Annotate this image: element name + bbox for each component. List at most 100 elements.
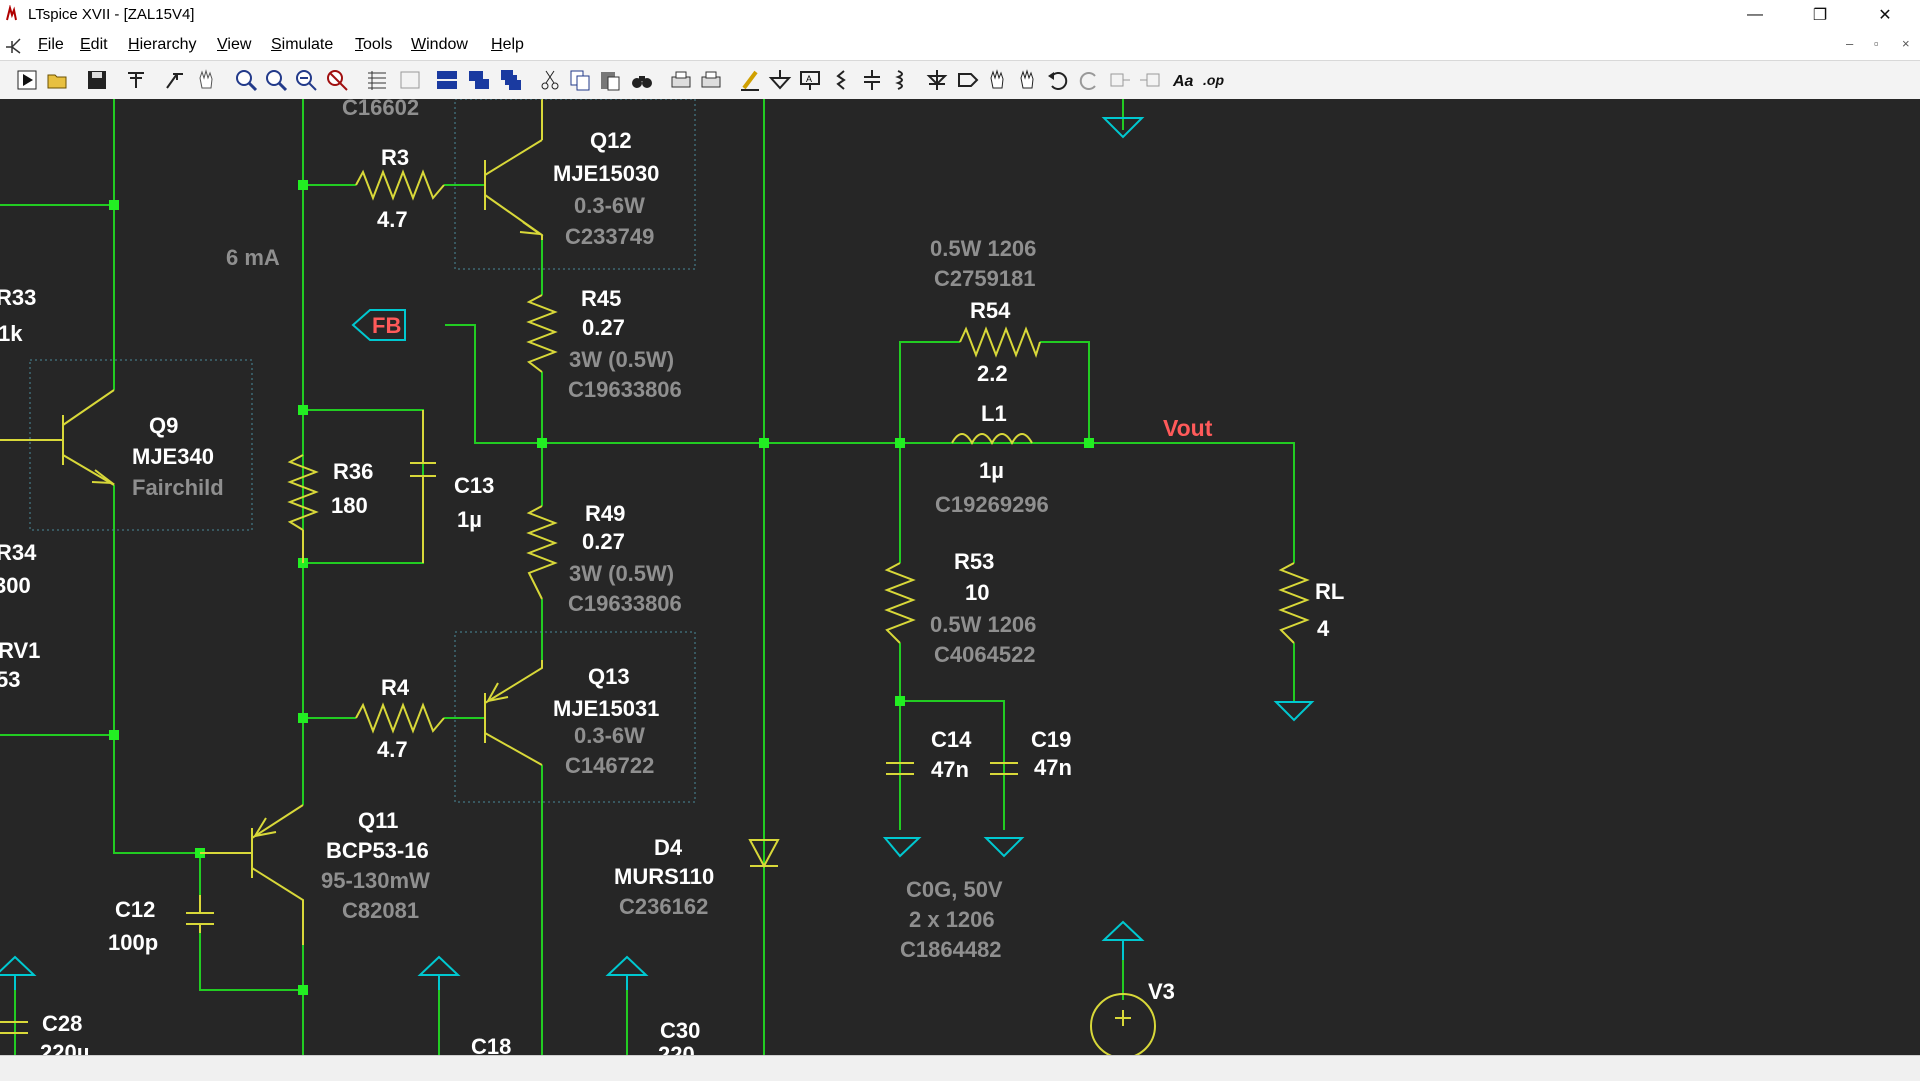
q9-label: Q9	[149, 413, 178, 438]
drag-icon[interactable]	[1015, 68, 1039, 92]
minimize-button[interactable]: —	[1747, 6, 1763, 23]
menu-file[interactable]: File	[38, 36, 64, 53]
label-net-icon[interactable]: A	[798, 68, 822, 92]
r4-value: 4.7	[377, 737, 408, 762]
zoom-in-icon[interactable]	[234, 68, 258, 92]
menu-help[interactable]: Help	[491, 36, 524, 53]
tile-horizontal-icon[interactable]	[435, 68, 459, 92]
r3-resistor-symbol	[355, 169, 445, 201]
top-cut-label: C16602	[342, 99, 419, 120]
menu-window[interactable]: Window	[411, 36, 468, 53]
supply-arrow-icon	[0, 955, 37, 990]
c28-label: C28	[42, 1011, 82, 1036]
zoom-out-icon[interactable]	[294, 68, 318, 92]
c14-value: 47n	[931, 757, 969, 782]
l1-inductor-symbol	[951, 433, 1033, 446]
cascade-icon[interactable]	[499, 68, 523, 92]
component-icon[interactable]	[955, 68, 979, 92]
supply-arrow-icon	[1101, 920, 1145, 960]
rv1-value: 53	[0, 667, 20, 692]
draw-wire-icon[interactable]	[738, 68, 762, 92]
r34-label: R34	[0, 540, 37, 565]
undo-icon[interactable]	[1046, 68, 1070, 92]
r45-rating: 3W (0.5W)	[569, 347, 674, 372]
component-outlines	[29, 98, 696, 803]
menu-hierarchy[interactable]: Hierarchy	[128, 36, 197, 53]
mdi-restore-button[interactable]: ▫	[1874, 36, 1879, 51]
c28-capacitor-symbol	[0, 1021, 28, 1034]
ground-icon[interactable]	[768, 68, 792, 92]
q13-rating: 0.3-6W	[574, 723, 645, 748]
r53-rating: 0.5W 1206	[930, 612, 1036, 637]
view-fit-icon[interactable]	[365, 68, 389, 92]
mdi-minimize-button[interactable]: –	[1846, 36, 1854, 51]
q13-code: C146722	[565, 753, 654, 778]
print-icon[interactable]	[669, 68, 693, 92]
pan-icon[interactable]	[194, 68, 218, 92]
c18-label: C18	[471, 1034, 511, 1055]
resistor-icon[interactable]	[830, 68, 854, 92]
tile-vertical-icon[interactable]	[467, 68, 491, 92]
menu-simulate[interactable]: Simulate	[271, 36, 334, 53]
control-panel-icon[interactable]	[124, 68, 148, 92]
menu-edit[interactable]: Edit	[80, 36, 108, 53]
rotate-icon[interactable]	[1108, 68, 1132, 92]
r49-rating: 3W (0.5W)	[569, 561, 674, 586]
rl-value: 4	[1317, 616, 1330, 641]
menu-tools[interactable]: Tools	[355, 36, 393, 53]
print-preview-icon[interactable]	[699, 68, 723, 92]
close-button[interactable]: ✕	[1878, 7, 1892, 24]
open-icon[interactable]	[46, 68, 70, 92]
halt-icon[interactable]	[163, 68, 187, 92]
d4-part: MURS110	[614, 864, 714, 889]
r33-label: R33	[0, 285, 36, 310]
r34-value: 300	[0, 573, 31, 598]
menu-view[interactable]: View	[217, 36, 252, 53]
r45-value: 0.27	[582, 315, 625, 340]
r4-resistor-symbol	[355, 702, 445, 734]
mirror-icon[interactable]	[1138, 68, 1162, 92]
q12-label: Q12	[590, 128, 632, 153]
diode-icon[interactable]	[925, 68, 949, 92]
c19-label: C19	[1031, 727, 1071, 752]
cut-icon[interactable]	[538, 68, 562, 92]
run-icon[interactable]	[15, 68, 39, 92]
r53-code: C4064522	[934, 642, 1036, 667]
spice-directive-icon[interactable]: .op	[1202, 68, 1226, 92]
q11-rating: 95-130mW	[321, 868, 430, 893]
r53-label: R53	[954, 549, 994, 574]
q9-part: MJE340	[132, 444, 214, 469]
schematic-canvas[interactable]: C16602 6 mA FB Vout R33 1k R34 300 RV1 5…	[0, 95, 1920, 1067]
zoom-extents-icon[interactable]	[264, 68, 288, 92]
copy-icon[interactable]	[568, 68, 592, 92]
paste-icon[interactable]	[598, 68, 622, 92]
restore-button[interactable]: ❐	[1812, 7, 1828, 24]
l1-value: 1µ	[979, 458, 1004, 483]
q12-rating: 0.3-6W	[574, 193, 645, 218]
view-full-icon[interactable]	[398, 68, 422, 92]
menu-bar: File Edit Hierarchy View Simulate Tools …	[0, 30, 1920, 60]
redo-icon[interactable]	[1077, 68, 1101, 92]
autorange-icon[interactable]	[325, 68, 349, 92]
r33-value: 1k	[0, 321, 23, 346]
inductor-icon[interactable]	[890, 68, 914, 92]
c14-label: C14	[931, 727, 972, 752]
text-icon[interactable]: Aa	[1172, 68, 1196, 92]
l1-code: C19269296	[935, 492, 1049, 517]
c30-value: 220	[658, 1042, 695, 1055]
status-bar	[0, 1055, 1920, 1081]
capacitor-icon[interactable]	[860, 68, 884, 92]
r49-label: R49	[585, 501, 625, 526]
c14-c19-note-3: C1864482	[900, 937, 1002, 962]
ground-icon	[882, 837, 922, 858]
c30-label: C30	[660, 1018, 700, 1043]
rl-label: RL	[1315, 579, 1344, 604]
labels: C16602 6 mA FB Vout R33 1k R34 300 RV1 5…	[0, 95, 1344, 1067]
d4-code: C236162	[619, 894, 708, 919]
find-icon[interactable]	[630, 68, 654, 92]
mdi-close-button[interactable]: ×	[1902, 36, 1910, 51]
save-icon[interactable]	[85, 68, 109, 92]
ground-icon	[1101, 117, 1145, 139]
move-icon[interactable]	[985, 68, 1009, 92]
c28-value: 220µ	[40, 1040, 89, 1055]
